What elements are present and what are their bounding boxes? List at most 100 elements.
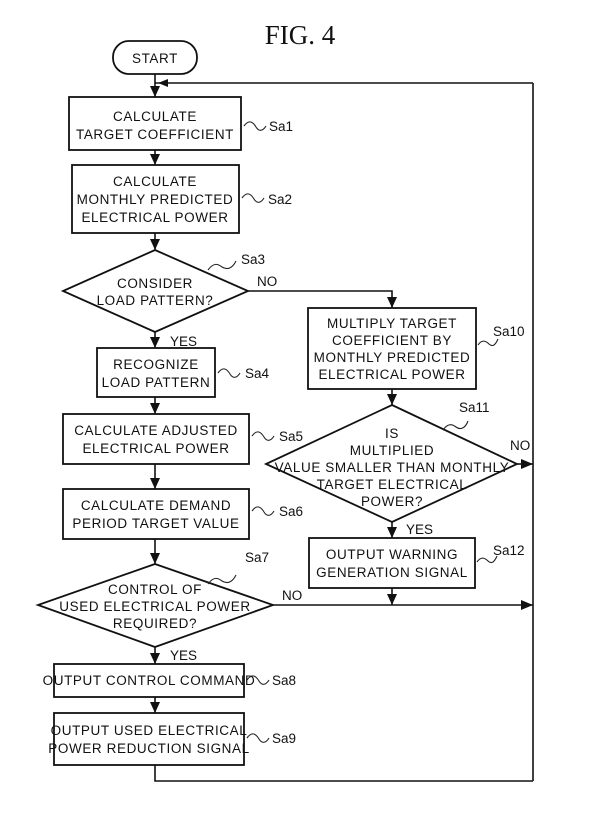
node-text-line: TARGET ELECTRICAL [317, 477, 468, 492]
node-text-line: COEFFICIENT BY [332, 333, 452, 348]
arrowhead-sa11 [387, 394, 397, 405]
arrowhead-sa7 [150, 553, 160, 564]
node-text-line: VALUE SMALLER THAN MONTHLY [275, 460, 510, 475]
arrowhead-sa11-no [521, 459, 533, 469]
node-text-line: CALCULATE ADJUSTED [74, 423, 238, 438]
decision-diamond [263, 404, 520, 523]
node-text-line: POWER REDUCTION SIGNAL [48, 741, 249, 756]
node-sa2: CALCULATE MONTHLY PREDICTED ELECTRICAL P… [71, 164, 292, 234]
decision-diamond [35, 563, 276, 648]
node-sa12: OUTPUT WARNING GENERATION SIGNAL Sa12 [308, 537, 525, 589]
arrowhead-sa12-out [387, 594, 397, 605]
node-sa7: CONTROL OF USED ELECTRICAL POWER REQUIRE… [35, 550, 302, 663]
step-leader [251, 506, 275, 516]
figure-title: FIG. 4 [265, 20, 336, 50]
step-leader [246, 675, 270, 685]
node-text-line: MULTIPLIED [350, 443, 435, 458]
step-label-sa4: Sa4 [245, 366, 270, 381]
step-leader [241, 193, 265, 203]
node-text-line: CALCULATE [113, 174, 197, 189]
branch-label-yes: YES [170, 648, 197, 663]
branch-label-no: NO [257, 274, 277, 289]
step-label-sa6: Sa6 [279, 504, 303, 519]
node-sa11: IS MULTIPLIED VALUE SMALLER THAN MONTHLY… [263, 400, 530, 537]
node-sa9: OUTPUT USED ELECTRICAL POWER REDUCTION S… [48, 712, 296, 766]
step-leader [477, 338, 499, 347]
node-sa3: CONSIDER LOAD PATTERN? Sa3 NO YES [60, 249, 277, 349]
arrowhead-sa8 [150, 653, 160, 664]
node-text-line: TARGET COEFFICIENT [76, 127, 234, 142]
arrowhead-sa5 [150, 403, 160, 414]
step-label-sa8: Sa8 [272, 673, 296, 688]
process-box [71, 164, 240, 234]
node-text-line: LOAD PATTERN? [97, 293, 214, 308]
process-box [307, 307, 477, 390]
node-sa5: CALCULATE ADJUSTED ELECTRICAL POWER Sa5 [62, 413, 303, 465]
node-text-line: GENERATION SIGNAL [316, 565, 468, 580]
node-text-line: POWER? [361, 494, 423, 509]
step-label-sa11: Sa11 [459, 400, 490, 415]
node-text-line: OUTPUT USED ELECTRICAL [51, 723, 248, 738]
node-sa10: MULTIPLY TARGET COEFFICIENT BY MONTHLY P… [307, 307, 525, 390]
step-label-sa12: Sa12 [493, 543, 525, 558]
node-sa4: RECOGNIZE LOAD PATTERN Sa4 [96, 347, 270, 398]
branch-label-yes: YES [170, 334, 197, 349]
process-box [53, 663, 245, 698]
step-leader [207, 574, 237, 585]
arrowhead-sa1 [150, 86, 160, 97]
process-box [62, 488, 250, 540]
node-text-line: OUTPUT CONTROL COMMAND [43, 673, 256, 688]
arrowhead-sa3 [150, 239, 160, 250]
arrowhead-sa6 [150, 478, 160, 489]
arrowhead-sa9 [150, 702, 160, 713]
process-box [62, 413, 250, 465]
node-text-line: OUTPUT WARNING [326, 547, 458, 562]
node-text-line: RECOGNIZE [113, 357, 199, 372]
node-sa1: CALCULATE TARGET COEFFICIENT Sa1 [68, 96, 293, 151]
arrowhead-sa4 [150, 337, 160, 348]
node-text-line: CONTROL OF [108, 582, 202, 597]
node-text-line: MONTHLY PREDICTED [314, 350, 471, 365]
node-text-line: CONSIDER [117, 276, 193, 291]
step-label-sa5: Sa5 [279, 429, 303, 444]
edge-sa3-sa10 [248, 290, 393, 308]
edge-sa9-loop [154, 765, 533, 782]
step-leader [243, 121, 267, 131]
step-leader [476, 555, 498, 564]
process-box [308, 537, 476, 589]
step-leader [246, 733, 270, 743]
step-label-sa10: Sa10 [493, 324, 525, 339]
step-leader [442, 420, 469, 431]
node-text-line: PERIOD TARGET VALUE [72, 516, 239, 531]
step-label-sa1: Sa1 [269, 119, 293, 134]
arrowhead-sa12 [387, 527, 397, 538]
arrowhead-sa2 [150, 154, 160, 165]
node-text-line: ELECTRICAL POWER [318, 367, 465, 382]
process-box [68, 96, 242, 151]
node-start-text: START [132, 51, 178, 66]
process-box [53, 712, 245, 766]
process-box [96, 347, 216, 398]
node-start: START [112, 40, 198, 75]
arrowhead-sa10 [387, 297, 397, 308]
node-text-line: IS [385, 426, 399, 441]
branch-label-yes: YES [406, 522, 433, 537]
step-label-sa7: Sa7 [245, 550, 269, 565]
decision-diamond [60, 249, 251, 333]
node-text-line: ELECTRICAL POWER [81, 210, 228, 225]
step-label-sa9: Sa9 [272, 731, 296, 746]
step-leader [217, 368, 241, 378]
arrowhead-sa7-no [521, 600, 533, 610]
node-text-line: USED ELECTRICAL POWER [59, 599, 250, 614]
step-leader [207, 260, 237, 271]
node-text-line: LOAD PATTERN [102, 375, 211, 390]
step-leader [251, 431, 275, 441]
node-text-line: ELECTRICAL POWER [82, 441, 229, 456]
arrowheads [150, 79, 533, 713]
branch-label-no: NO [282, 588, 302, 603]
node-sa6: CALCULATE DEMAND PERIOD TARGET VALUE Sa6 [62, 488, 303, 540]
node-text-line: REQUIRED? [113, 616, 197, 631]
step-label-sa3: Sa3 [241, 252, 265, 267]
node-sa8: OUTPUT CONTROL COMMAND Sa8 [43, 663, 296, 698]
